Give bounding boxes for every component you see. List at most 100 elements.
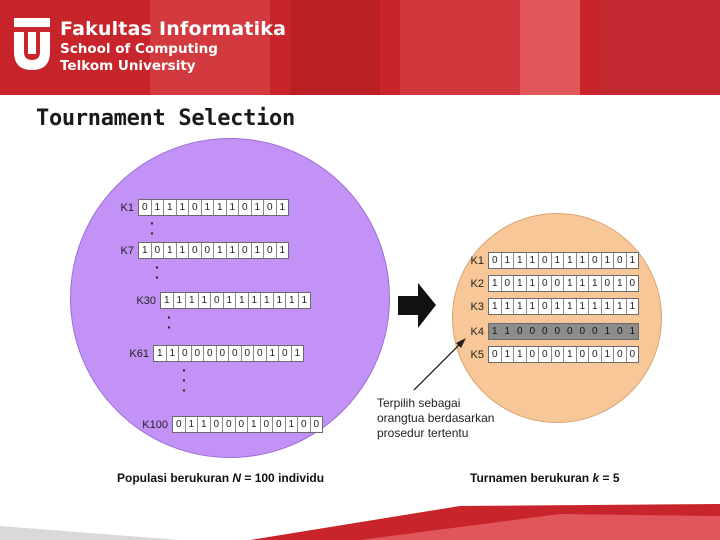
gene-bit: 1 bbox=[601, 324, 614, 339]
gene-bit: 0 bbox=[264, 243, 277, 258]
annotation-line2: orangtua berdasarkan bbox=[377, 411, 495, 425]
gene-bit: 0 bbox=[602, 276, 614, 291]
gene-bit: 1 bbox=[202, 200, 214, 215]
gene-bit: 1 bbox=[489, 324, 502, 339]
ellipsis-dots: ·· bbox=[167, 309, 172, 335]
gene-bit: 1 bbox=[564, 299, 577, 314]
gene-bit: 0 bbox=[539, 299, 552, 314]
gene-bit: 0 bbox=[589, 253, 602, 268]
gene-bit: 0 bbox=[273, 417, 286, 432]
gene-bit: 1 bbox=[514, 276, 527, 291]
gene-bit: 0 bbox=[629, 278, 636, 289]
gene-bit: 0 bbox=[614, 347, 627, 362]
gene-bit: 1 bbox=[161, 293, 174, 308]
ellipsis-dots: ·· bbox=[155, 259, 160, 285]
caption-text: Turnamen berukuran bbox=[470, 471, 593, 485]
gene-bit: 0 bbox=[173, 417, 186, 432]
gene-bit: 1 bbox=[602, 299, 614, 314]
gene-bit: 0 bbox=[539, 276, 552, 291]
chromosome-label: K100 bbox=[142, 418, 168, 431]
chromosome-label: K5 bbox=[470, 348, 484, 361]
gene-bit: 1 bbox=[502, 299, 514, 314]
annotation-line1: Terpilih sebagai bbox=[377, 396, 461, 410]
gene-bit: 1 bbox=[267, 346, 279, 361]
gene-bit: 1 bbox=[279, 245, 286, 256]
gene-bit: 1 bbox=[279, 202, 286, 213]
gene-bit: 1 bbox=[286, 417, 298, 432]
gene-bit: 1 bbox=[577, 276, 589, 291]
gene-bit: 0 bbox=[139, 200, 152, 215]
gene-bit: 0 bbox=[502, 276, 514, 291]
chromosome-label: K4 bbox=[470, 325, 484, 338]
gene-bit: 1 bbox=[527, 299, 539, 314]
gene-bit: 1 bbox=[514, 253, 527, 268]
gene-bit: 1 bbox=[294, 348, 301, 359]
gene-bit: 1 bbox=[164, 243, 177, 258]
gene-bit: 1 bbox=[564, 347, 577, 362]
header-banner: Fakultas Informatika School of Computing… bbox=[0, 0, 720, 95]
gene-bit: 1 bbox=[301, 295, 308, 306]
gene-bit: 0 bbox=[179, 346, 192, 361]
gene-bit: 1 bbox=[224, 293, 236, 308]
gene-bit: 1 bbox=[139, 243, 152, 258]
gene-bit: 0 bbox=[589, 347, 602, 362]
pointer-arrow-icon bbox=[413, 338, 466, 391]
banner-stripe bbox=[520, 0, 580, 95]
gene-bit: 1 bbox=[152, 200, 164, 215]
gene-bit: 1 bbox=[614, 276, 627, 291]
gene-bit: 0 bbox=[229, 346, 242, 361]
caption-text: = 100 individu bbox=[241, 471, 325, 485]
gene-bit: 0 bbox=[279, 346, 292, 361]
ellipsis-dots: ·· bbox=[150, 215, 155, 241]
chromosome-label: K1 bbox=[120, 201, 134, 214]
gene-bit: 1 bbox=[527, 276, 539, 291]
gene-bit: 1 bbox=[177, 200, 189, 215]
gene-bit: 0 bbox=[217, 346, 229, 361]
gene-bit: 0 bbox=[489, 253, 502, 268]
gene-bit: 1 bbox=[252, 200, 264, 215]
gene-bit: 1 bbox=[564, 253, 577, 268]
caption-variable: k bbox=[592, 471, 600, 485]
gene-bit: 1 bbox=[489, 299, 502, 314]
gene-bit: 1 bbox=[174, 293, 186, 308]
footer-decoration bbox=[0, 504, 720, 540]
gene-bit: 0 bbox=[298, 417, 311, 432]
selection-annotation: Terpilih sebagai orangtua berdasarkan pr… bbox=[377, 396, 494, 441]
gene-bit: 0 bbox=[589, 324, 602, 339]
gene-bit: 1 bbox=[252, 243, 264, 258]
gene-bit: 1 bbox=[552, 299, 564, 314]
gene-bit: 1 bbox=[602, 253, 614, 268]
gene-bit: 0 bbox=[242, 346, 254, 361]
gene-bit: 0 bbox=[236, 417, 248, 432]
university-logo-icon bbox=[14, 18, 50, 70]
gene-bit: 1 bbox=[489, 276, 502, 291]
gene-bit: 1 bbox=[261, 293, 274, 308]
chromosome-label: K3 bbox=[470, 300, 484, 313]
chromosome-label: K2 bbox=[470, 277, 484, 290]
gene-bit: 0 bbox=[527, 347, 539, 362]
brand-line1: Fakultas Informatika bbox=[60, 18, 287, 40]
slide-title: Tournament Selection bbox=[36, 106, 295, 131]
caption-text: Populasi berukuran bbox=[117, 471, 233, 485]
brand-line3: Telkom University bbox=[60, 58, 196, 74]
gene-bit: 0 bbox=[261, 417, 273, 432]
chromosome-label: K61 bbox=[129, 347, 149, 360]
gene-bit: 0 bbox=[552, 276, 564, 291]
ellipsis-dots: ··· bbox=[182, 362, 187, 398]
gene-bit: 0 bbox=[189, 200, 202, 215]
gene-bit: 1 bbox=[236, 293, 249, 308]
caption-variable: N bbox=[232, 471, 242, 485]
tournament-circle bbox=[452, 213, 662, 423]
gene-bit: 0 bbox=[552, 347, 564, 362]
banner-stripe bbox=[600, 0, 720, 95]
gene-bit: 0 bbox=[254, 346, 267, 361]
